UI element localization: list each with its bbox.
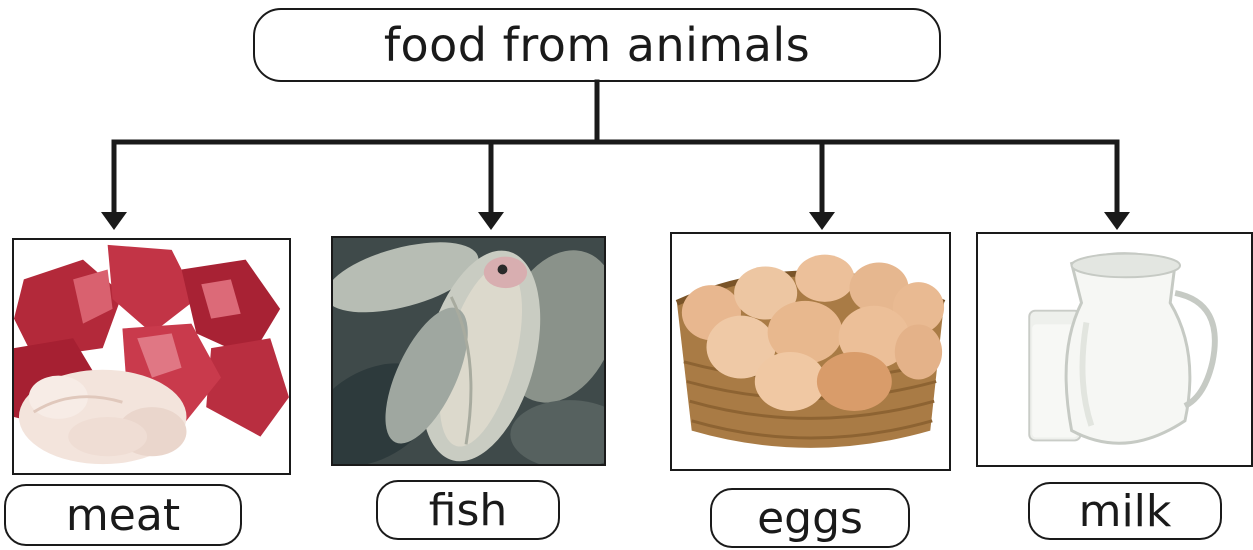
eggs-basket-photo xyxy=(670,232,951,471)
label-fish: fish xyxy=(376,480,560,540)
fish-photo xyxy=(331,236,606,466)
meat-photo xyxy=(12,238,291,475)
arrowhead-meat xyxy=(101,212,127,230)
arrowhead-eggs xyxy=(809,212,835,230)
label-milk-text: milk xyxy=(1079,486,1172,537)
label-fish-text: fish xyxy=(429,485,508,536)
arrowhead-fish xyxy=(478,212,504,230)
label-meat: meat xyxy=(4,484,242,546)
arrowhead-milk xyxy=(1104,212,1130,230)
label-milk: milk xyxy=(1028,482,1222,540)
label-eggs: eggs xyxy=(710,488,910,548)
milk-jug-photo xyxy=(976,232,1253,467)
label-eggs-text: eggs xyxy=(757,493,863,544)
label-meat-text: meat xyxy=(66,490,180,541)
